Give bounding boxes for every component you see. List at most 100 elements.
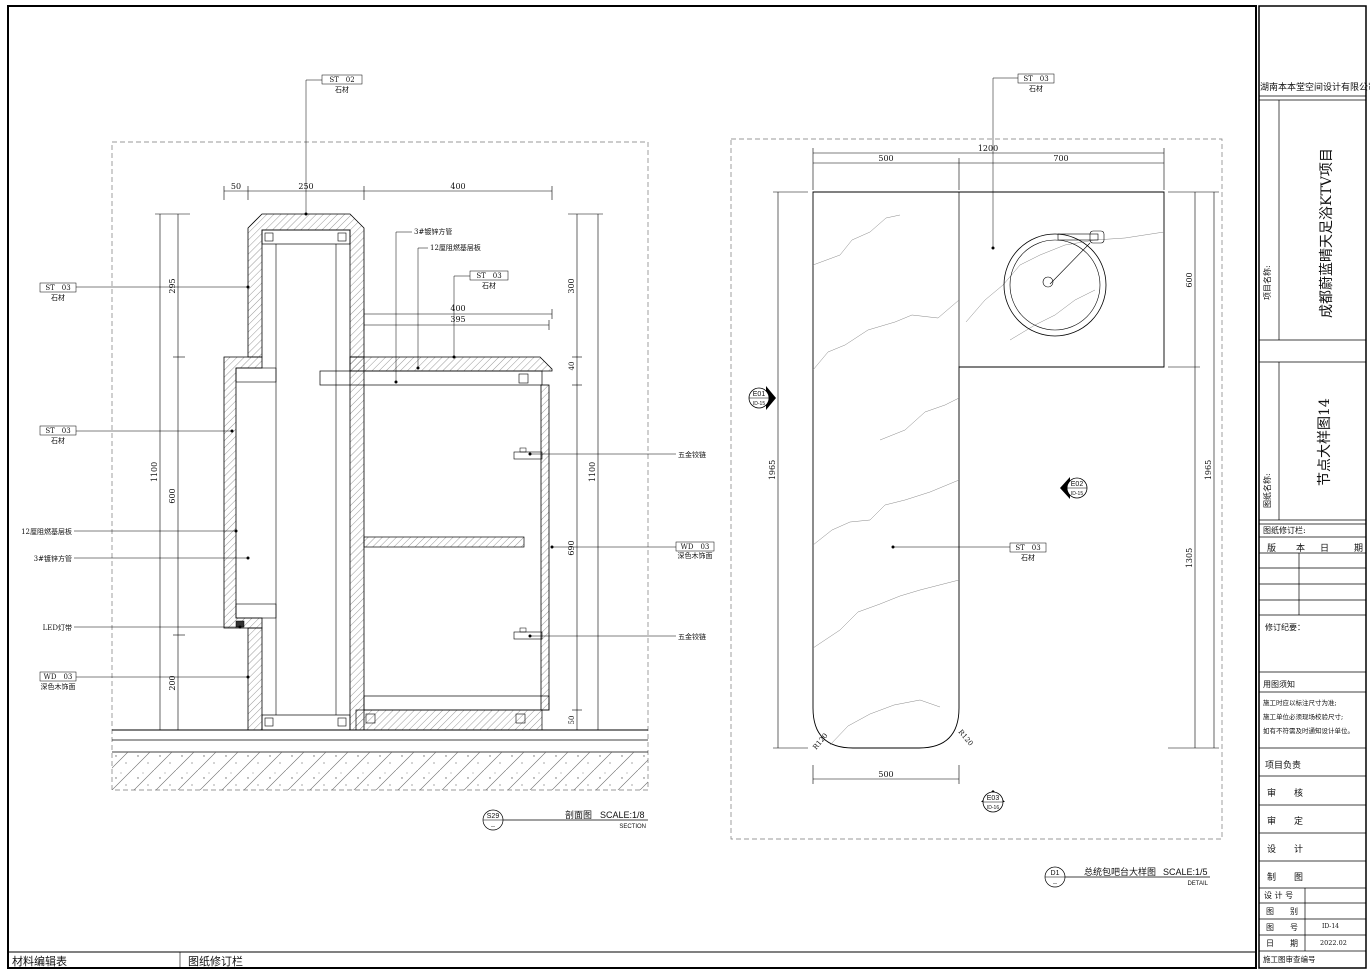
elevation-marker-e03[interactable]: E03 ID-16: [981, 790, 1005, 813]
info-drawing-no-label: 图 号: [1266, 923, 1298, 932]
e03-id: E03: [987, 795, 1000, 802]
project-name: 成都蔚蓝晴天足浴KTV项目: [1319, 148, 1335, 318]
radius-right: R120: [956, 728, 974, 747]
callout-hinge-2: 五金铰链: [678, 632, 706, 641]
revision-col-3: 日: [1320, 544, 1330, 554]
dim-right-height: 1965: [1204, 460, 1213, 480]
drawing-label: 图纸名称:: [1263, 473, 1272, 508]
dim-right-upper: 600: [1185, 272, 1194, 287]
usage-line-1: 施工时应以标注尺寸为准;: [1263, 699, 1337, 707]
dim-top-3: 400: [450, 182, 465, 191]
dim-right-outer: 1100: [588, 462, 597, 482]
elevation-marker-e02[interactable]: E02 ID-15: [1060, 477, 1088, 499]
detail-tag-id: D1: [1051, 870, 1060, 877]
callout-led: LED灯带: [43, 623, 72, 632]
callout-st03-name-2: 石材: [51, 436, 65, 445]
detail-callout-code-2: ST 03: [1015, 544, 1040, 552]
drawing-frame: [7, 5, 1257, 969]
callout-board-right: 12厘阻燃基层板: [430, 243, 481, 252]
callout-st03-code-3: ST 03: [476, 272, 501, 280]
callout-st03-code-2: ST 03: [45, 427, 70, 435]
callout-wd03-code-2: WD 03: [681, 543, 710, 551]
dim-left-3: 200: [168, 675, 177, 690]
dim-right-1: 300: [567, 278, 576, 293]
section-scale: SCALE:1/8: [600, 810, 645, 820]
dim-left-1: 295: [168, 278, 177, 293]
callout-st03-code-1: ST 03: [45, 284, 70, 292]
dim-total-width: 1200: [978, 144, 998, 153]
revision-col-1: 版: [1267, 544, 1277, 554]
dim-bottom: 500: [878, 770, 893, 779]
signoff-approve: 审 定: [1267, 817, 1304, 827]
detail-callout-code-1: ST 03: [1023, 75, 1048, 83]
detail-callout-name-2: 石材: [1021, 553, 1035, 562]
detail-title: 总统包吧台大样图: [1084, 866, 1156, 877]
section-tag-sub: --: [491, 824, 495, 830]
dim-right-2: 40: [568, 362, 576, 371]
section-tag-id: S29: [487, 813, 500, 820]
company-name: 湖南本本堂空间设计有限公司: [1260, 83, 1370, 93]
info-date-label: 日 期: [1266, 939, 1298, 948]
dim-left-height: 1965: [768, 460, 777, 480]
elevation-marker-e01[interactable]: E01 ID-15: [748, 386, 776, 410]
dim-top-1: 50: [231, 182, 241, 191]
faucet-icon: [1057, 233, 1099, 241]
e01-id: E01: [753, 391, 766, 398]
info-category-label: 图 别: [1266, 907, 1298, 916]
title-block-frame: [1258, 5, 1367, 969]
revision-summary-label: 修订纪要：: [1265, 623, 1305, 632]
signoff-review: 审 核: [1267, 789, 1304, 799]
signoff-design: 设 计: [1267, 845, 1304, 855]
detail-view: 1200 500 700 500 1965 1965 600 1305 R120…: [730, 73, 1223, 888]
revision-strip-label: 图纸修订栏: [188, 955, 243, 968]
callout-wd03-name-2: 深色木饰面: [678, 551, 713, 560]
callout-st03-name-3: 石材: [482, 281, 496, 290]
callout-pipe-right: 3#镀锌方管: [414, 227, 452, 236]
section-title: 剖面图: [565, 809, 592, 820]
drawing-name: 节点大样图14: [1317, 398, 1333, 486]
dim-left-outer: 1100: [150, 462, 159, 482]
dim-right-3: 690: [567, 540, 576, 555]
detail-callout-name-1: 石材: [1029, 84, 1043, 93]
info-design-no-label: 设 计 号: [1264, 891, 1294, 900]
project-label: 项目名称:: [1263, 265, 1272, 300]
dim-right-4: 50: [568, 716, 576, 725]
revision-col-4: 期: [1354, 544, 1364, 554]
dim-right-lower: 1305: [1185, 548, 1194, 568]
hinge-upper: [513, 451, 543, 460]
info-date-value: 2022.02: [1320, 939, 1347, 947]
detail-subtitle: DETAIL: [1187, 881, 1208, 887]
basin-inner: [1009, 239, 1101, 331]
materials-table-label: 材料编辑表: [12, 955, 67, 968]
callout-st02-code: ST 02: [329, 76, 354, 84]
revision-title: 图纸修订栏:: [1263, 526, 1306, 535]
detail-scale: SCALE:1/5: [1163, 867, 1208, 877]
dim-top-left: 500: [878, 154, 893, 163]
callout-st02-name: 石材: [335, 85, 349, 94]
detail-tag-sub: --: [1053, 881, 1057, 887]
dim-top-right: 700: [1053, 154, 1068, 163]
callout-pipe-left: 3#镀锌方管: [34, 554, 72, 563]
dim-inner-1: 400: [450, 304, 465, 313]
counter-top-outline: [812, 191, 1165, 749]
e01-ref: ID-15: [753, 401, 765, 407]
e02-ref: ID-15: [1071, 491, 1083, 497]
signoff-drafting: 制 图: [1267, 873, 1304, 883]
e03-ref: ID-16: [987, 805, 999, 811]
info-review-no-label: 施工图审查编号: [1263, 955, 1316, 964]
usage-line-3: 如有不符需及时通知设计单位。: [1263, 727, 1354, 735]
e02-id: E02: [1071, 481, 1084, 488]
callout-board-left: 12厘阻燃基层板: [21, 527, 72, 536]
basin-drain: [1042, 276, 1054, 288]
basin-outer: [1003, 233, 1107, 337]
info-drawing-no-value: ID-14: [1322, 923, 1339, 930]
usage-line-2: 施工单位必须现场校验尺寸;: [1263, 713, 1344, 721]
section-subtitle: SECTION: [619, 824, 646, 830]
section-view: 50 250 400 400 395 1100 295 600 200 1100…: [21, 74, 715, 831]
dim-left-2: 600: [168, 488, 177, 503]
title-block-grid: [1259, 95, 1366, 952]
usage-title: 用图须知: [1263, 680, 1295, 689]
callout-wd03-code-1: WD 03: [44, 673, 73, 681]
callout-st03-name-1: 石材: [51, 293, 65, 302]
